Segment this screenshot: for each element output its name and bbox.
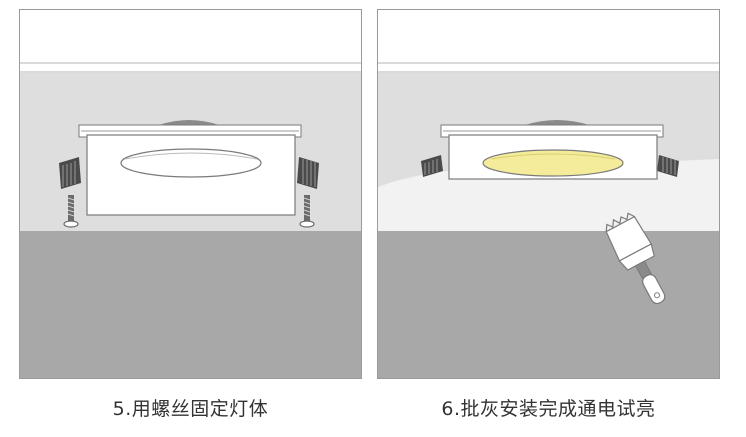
downlight-fixture <box>78 120 302 216</box>
step-5-caption: 5.用螺丝固定灯体 <box>112 398 269 420</box>
lamp-glow <box>482 149 624 177</box>
lower-area <box>20 231 361 378</box>
spring-clip-icon <box>297 157 319 189</box>
paint-brush-icon <box>605 212 666 305</box>
screw-icon <box>299 195 315 228</box>
spring-clip-icon <box>657 155 679 177</box>
screw-icon <box>63 195 79 228</box>
step-5-illustration <box>19 9 362 379</box>
step-6-caption: 6.批灰安装完成通电试亮 <box>441 398 656 420</box>
step-6-panel <box>377 9 720 379</box>
downlight-fixture <box>440 120 664 180</box>
lamp-opening <box>120 148 262 178</box>
step-6-illustration <box>377 9 720 379</box>
step-5-panel <box>19 9 362 379</box>
spring-clip-icon <box>421 155 443 177</box>
lower-area <box>378 231 719 378</box>
spring-clip-icon <box>59 157 81 189</box>
